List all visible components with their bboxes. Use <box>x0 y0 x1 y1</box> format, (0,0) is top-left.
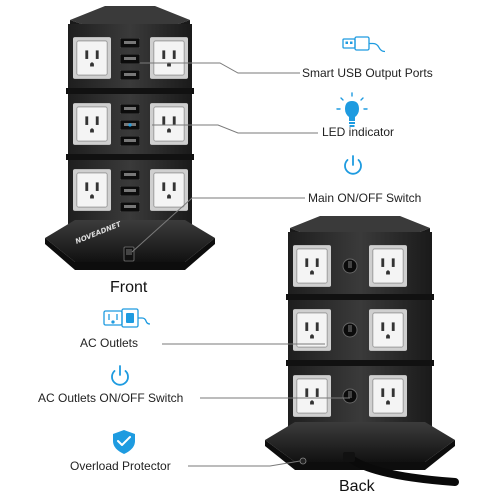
back-view-label: Back <box>339 478 375 495</box>
power-icon <box>344 155 362 175</box>
usb-port <box>120 54 140 64</box>
back-outlet <box>369 374 407 418</box>
usb-port <box>120 38 140 48</box>
usb-plug-icon <box>342 36 386 53</box>
front-tower <box>45 6 215 270</box>
usb-port <box>120 170 140 180</box>
front-outlet <box>150 102 188 146</box>
ac-switch-label: AC Outlets ON/OFF Switch <box>38 391 184 405</box>
back-outlet <box>369 308 407 352</box>
ac-outlets-label: AC Outlets <box>80 336 139 350</box>
usb-port <box>120 104 140 114</box>
front-outlet <box>73 168 111 212</box>
usb-port <box>120 186 140 196</box>
back-outlet <box>293 308 331 352</box>
front-outlet <box>150 168 188 212</box>
front-outlet <box>150 36 188 80</box>
usb-port <box>120 70 140 80</box>
front-outlet <box>73 102 111 146</box>
main-switch-label: Main ON/OFF Switch <box>308 191 422 205</box>
usb-ports-label: Smart USB Output Ports <box>302 66 433 80</box>
front-view-label: Front <box>110 279 148 296</box>
leader-lines <box>131 62 350 467</box>
back-outlet <box>293 374 331 418</box>
shield-check-icon <box>113 430 135 454</box>
usb-port <box>120 202 140 212</box>
front-outlet <box>73 36 111 80</box>
overload-label: Overload Protector <box>70 459 171 473</box>
power-icon <box>111 365 129 386</box>
front-base <box>45 220 215 262</box>
led-label: LED indicator <box>322 125 395 139</box>
power-cord <box>346 454 459 486</box>
back-outlet <box>293 244 331 288</box>
back-tower <box>265 216 459 486</box>
back-outlet <box>369 244 407 288</box>
led-indicator-dot <box>128 123 132 127</box>
back-base <box>265 422 455 462</box>
ac-plug-icon <box>103 308 151 328</box>
led-bulb-icon <box>336 92 368 127</box>
usb-port <box>120 136 140 146</box>
overload-protector-button <box>299 457 307 465</box>
